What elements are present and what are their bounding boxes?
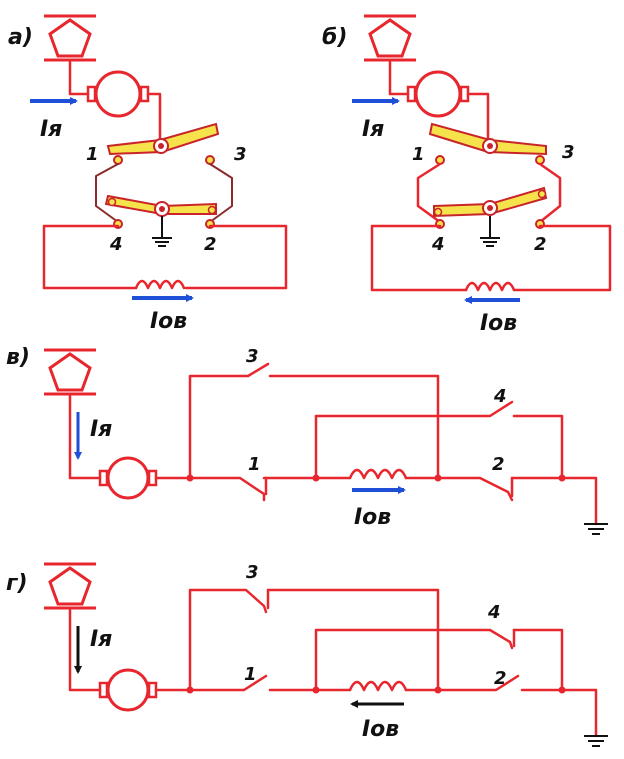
- panel-a: а) Iя 1 3: [8, 14, 288, 334]
- panel-a-field-loop-right: [184, 224, 288, 290]
- panel-b: б) Iя 1 3: [322, 14, 612, 336]
- panel-b-motor-to-switch-wire: [466, 92, 490, 142]
- panel-g-node: [558, 686, 566, 694]
- panel-g-label-2: 2: [494, 668, 507, 689]
- panel-a-label-4: 4: [109, 234, 123, 255]
- panel-b-feed-wire: [388, 58, 410, 96]
- panel-g-contact-4-wire: [512, 628, 564, 692]
- panel-g-node: [434, 686, 442, 694]
- panel-g-label-4: 4: [487, 602, 501, 623]
- panel-g-feed-wire: [68, 606, 102, 692]
- panel-v-contact-3-wire: [268, 374, 440, 480]
- panel-b-label-3: 3: [562, 142, 575, 163]
- panel-a-feed-wire: [68, 58, 90, 96]
- panel-a-motor-to-switch-wire: [146, 92, 162, 142]
- panel-v-switch-1-closed: [188, 476, 266, 502]
- panel-g-pantograph-icon: [44, 562, 96, 610]
- panel-b-label-4: 4: [431, 234, 445, 255]
- panel-a-contact-1: [113, 155, 123, 165]
- panel-v-branch-3-wire: [188, 374, 250, 480]
- panel-g-node: [312, 686, 320, 694]
- panel-v-field-winding-icon: [348, 468, 408, 480]
- panel-v-ia-label: Iя: [90, 417, 112, 442]
- panel-v-label-2: 2: [492, 454, 505, 475]
- panel-a-lower-switch-arm: [104, 194, 217, 217]
- panel-v: в) Iя 3 1 2 4: [6, 345, 608, 535]
- panel-b-pantograph-icon: [364, 14, 416, 62]
- panel-a-traction-motor-icon: [86, 70, 150, 118]
- panel-a-field-winding-icon: [134, 279, 186, 290]
- panel-a-crosslink-1-4: [95, 163, 119, 223]
- panel-v-ground-icon: [584, 523, 608, 535]
- panel-a-label-1: 1: [86, 144, 99, 165]
- panel-g-switch-1-open: [188, 674, 268, 692]
- panel-v-contact-1: [262, 476, 268, 496]
- panel-v-node: [312, 474, 320, 482]
- panel-g-iov-label: Iов: [362, 717, 399, 742]
- panel-g-ia-label: Iя: [90, 627, 112, 652]
- panel-g-traction-motor-icon: [98, 668, 158, 712]
- panel-b-label-2: 2: [534, 234, 547, 255]
- panel-b-label-1: 1: [412, 144, 425, 165]
- panel-g-label-1: 1: [244, 664, 257, 685]
- panel-v-iov-label: Iов: [354, 505, 391, 530]
- panel-b-field-loop-right: [512, 224, 612, 292]
- panel-g-ground-wire: [520, 688, 598, 738]
- panel-g-contact-3-wire: [266, 588, 440, 692]
- panel-b-upper-switch-arm: [428, 122, 547, 156]
- panel-b-field-loop-left: [370, 224, 468, 292]
- panel-a-pantograph-icon: [44, 14, 96, 62]
- panel-a-upper-switch-arm: [106, 122, 220, 156]
- panel-b-lower-switch-arm: [433, 186, 548, 218]
- panel-v-traction-motor-icon: [98, 456, 158, 500]
- panel-b-crosslink-1-4: [416, 162, 442, 224]
- panel-a-contact-3: [205, 155, 215, 165]
- panel-g: г) Iя 3 1 2 4: [6, 562, 608, 747]
- panel-a-label-2: 2: [204, 234, 217, 255]
- panel-g-switch-3-closed: [188, 588, 268, 692]
- panel-a-ground-icon: [152, 216, 172, 247]
- panel-v-tag: в): [6, 345, 30, 370]
- panel-g-label-3: 3: [246, 562, 259, 583]
- panel-b-ground-icon: [480, 216, 500, 247]
- panel-v-feed-wire: [68, 392, 102, 480]
- panel-v-label-1: 1: [248, 454, 261, 475]
- panel-v-node: [434, 474, 442, 482]
- panel-a-field-loop-left: [42, 224, 138, 290]
- panel-g-switch-4-closed: [314, 628, 514, 692]
- panel-a-crosslink-3-2: [209, 163, 233, 223]
- panel-b-tag: б): [322, 25, 347, 50]
- panel-g-node: [186, 686, 194, 694]
- panel-v-contact-4-wire: [512, 414, 564, 480]
- panel-v-node: [558, 474, 566, 482]
- panel-g-field-winding-icon: [348, 680, 408, 692]
- panel-v-switch-4-open: [314, 400, 514, 480]
- panel-v-node: [186, 474, 194, 482]
- panel-a-label-3: 3: [234, 144, 247, 165]
- panel-v-pantograph-icon: [44, 348, 96, 396]
- panel-v-label-3: 3: [246, 346, 259, 367]
- panel-b-iov-label: Iов: [480, 311, 517, 336]
- panel-v-label-4: 4: [493, 386, 507, 407]
- panel-g-tag: г): [6, 571, 28, 596]
- panel-a-iov-label: Iов: [150, 309, 187, 334]
- panel-v-ground-wire: [510, 476, 598, 526]
- panel-b-field-winding-icon: [464, 281, 516, 292]
- panel-v-switch-2-closed: [404, 476, 514, 502]
- panel-a-ia-label: Iя: [40, 117, 62, 142]
- panel-a-tag: а): [8, 25, 33, 50]
- panel-g-ground-icon: [584, 735, 608, 747]
- panel-v-switch-3-open: [246, 362, 270, 378]
- panel-b-ia-label: Iя: [362, 117, 384, 142]
- panel-b-traction-motor-icon: [406, 70, 470, 118]
- panel-b-crosslink-3-2: [538, 162, 562, 224]
